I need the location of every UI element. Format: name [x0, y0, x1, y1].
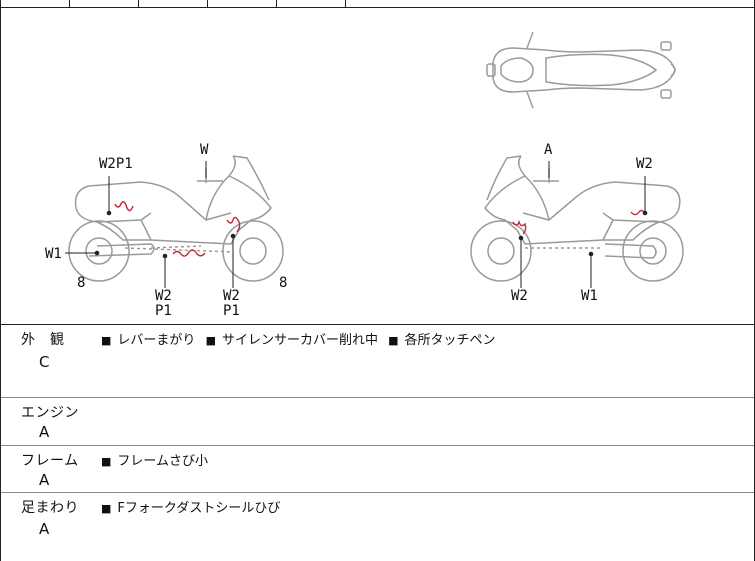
label-8-right: 8 — [279, 275, 287, 291]
section-grade: A — [39, 520, 50, 538]
leader-lines-right — [518, 161, 648, 288]
section-exterior: 外 観 C ■レバーまがり ■サイレンサーカバー削れ中 ■各所タッチペン — [1, 325, 754, 398]
section-label: 足まわり — [21, 500, 79, 516]
section-grade: A — [39, 471, 50, 489]
label-8-left: 8 — [77, 275, 85, 291]
label-p1-bottom-right: P1 — [223, 303, 240, 319]
label-w2-bottom-right-view: W2 — [511, 288, 528, 304]
note-item: ■Fフォークダストシールひび — [101, 501, 281, 516]
label-w2-bottom-right: W2 — [223, 288, 240, 304]
note-item: ■サイレンサーカバー削れ中 — [205, 333, 378, 348]
table-cell — [1, 0, 70, 7]
previous-table-row — [1, 0, 754, 8]
label-w2p1: W2P1 — [99, 156, 133, 172]
table-cell — [70, 0, 139, 7]
label-w2-bottom-left: W2 — [155, 288, 172, 304]
table-cell — [208, 0, 277, 7]
scooter-right-side-view — [470, 155, 684, 282]
section-label: 外 観 — [21, 332, 65, 348]
section-notes: ■レバーまがり ■サイレンサーカバー削れ中 ■各所タッチペン — [101, 329, 502, 348]
section-notes: ■フレームさび小 — [101, 450, 214, 469]
label-w1-right: W1 — [581, 288, 598, 304]
label-a: A — [544, 142, 553, 158]
note-item: ■レバーまがり — [101, 333, 196, 348]
scooter-left-side-view — [68, 155, 284, 282]
label-w: W — [200, 142, 209, 158]
damage-marks-right — [512, 209, 646, 235]
section-grade: A — [39, 423, 50, 441]
table-cell — [277, 0, 346, 7]
table-cell — [139, 0, 208, 7]
section-label: フレーム — [21, 453, 79, 469]
label-w1-left: W1 — [45, 246, 62, 262]
label-p1-bottom-left: P1 — [155, 303, 172, 319]
scooter-top-view — [486, 31, 676, 109]
damage-marks-left — [114, 201, 241, 257]
section-notes: ■Fフォークダストシールひび — [101, 497, 286, 516]
label-w2-top-right: W2 — [636, 156, 653, 172]
scooter-diagram-svg: W2P1 W W1 8 8 W2 P1 W2 P1 — [45, 31, 684, 319]
section-frame: フレーム A ■フレームさび小 — [1, 446, 754, 493]
damage-diagram: W2P1 W W1 8 8 W2 P1 W2 P1 — [1, 8, 754, 325]
section-label: エンジン — [21, 405, 79, 421]
section-engine: エンジン A — [1, 398, 754, 446]
section-grade: C — [39, 353, 50, 371]
note-item: ■フレームさび小 — [101, 454, 209, 469]
leader-lines-left — [65, 161, 236, 288]
section-suspension: 足まわり A ■Fフォークダストシールひび — [1, 493, 754, 561]
note-item: ■各所タッチペン — [388, 333, 496, 348]
